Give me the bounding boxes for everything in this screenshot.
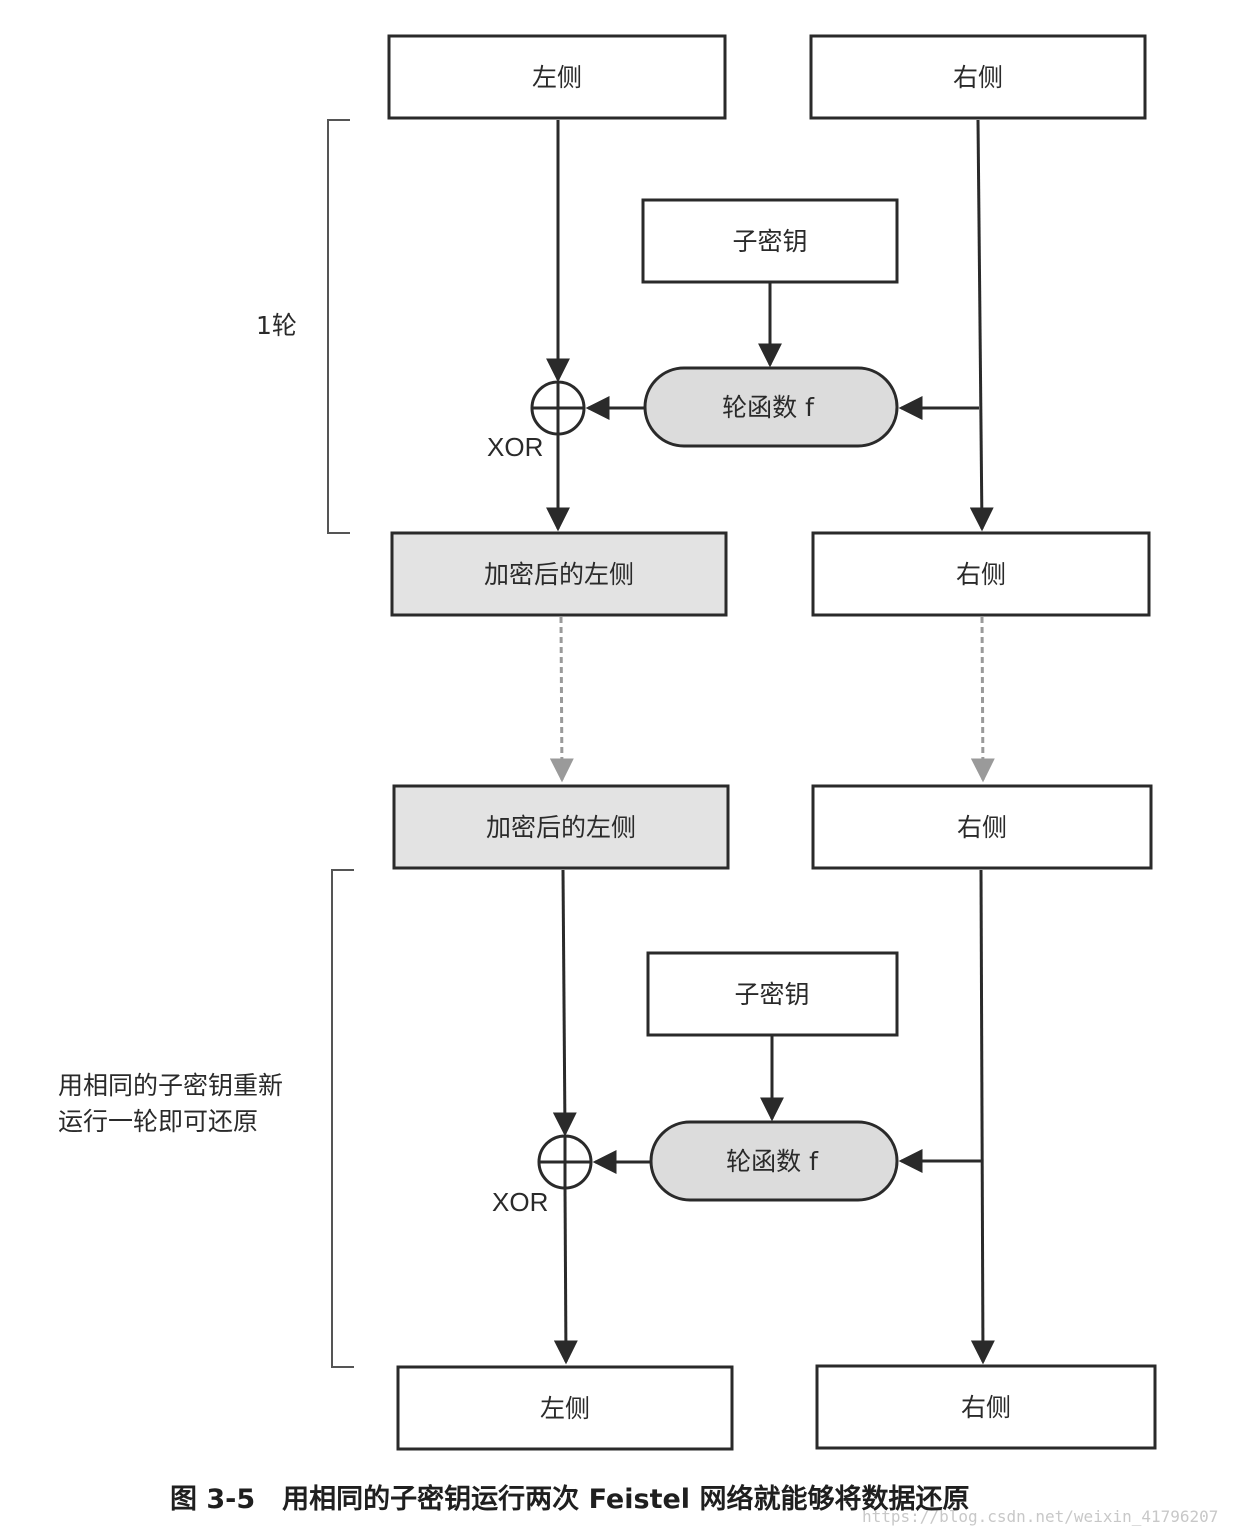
- round1-subkey-label: 子密钥: [732, 227, 807, 256]
- right-dashed-arrow: [970, 616, 995, 783]
- round1-out-left-box: 加密后的左侧: [390, 531, 728, 617]
- round1-top-left-label: 左侧: [532, 63, 582, 92]
- round2-right-down-arrow: [970, 869, 995, 1365]
- round1-out-right-box: 右侧: [811, 531, 1151, 617]
- round1-xor-label: XOR: [487, 432, 543, 462]
- round1-top-left-box: 左侧: [387, 34, 727, 120]
- round1-bracket: [327, 119, 350, 534]
- round2-out-left-label: 左侧: [540, 1394, 590, 1423]
- round2-bracket-label-line2: 运行一轮即可还原: [58, 1107, 258, 1136]
- round1-round-function-label: 轮函数 f: [722, 393, 815, 422]
- round1-out-right-label: 右侧: [956, 560, 1006, 589]
- round2-out-right-box: 右侧: [815, 1364, 1157, 1450]
- left-dashed-arrow: [549, 616, 574, 783]
- round2-in-right-label: 右侧: [957, 813, 1007, 842]
- round1-top-right-box: 右侧: [809, 34, 1147, 120]
- round2-round-function: 轮函数 f: [649, 1120, 899, 1202]
- round2-subkey-box: 子密钥: [646, 951, 899, 1037]
- round1-xor-symbol: [530, 380, 586, 436]
- round1-round-function: 轮函数 f: [643, 366, 899, 448]
- round1-out-left-label: 加密后的左侧: [484, 560, 634, 589]
- figure-caption: 图 3-5 用相同的子密钥运行两次 Feistel 网络就能够将数据还原: [170, 1483, 969, 1515]
- round2-in-right-box: 右侧: [811, 784, 1153, 870]
- round2-in-left-label: 加密后的左侧: [486, 813, 636, 842]
- round2-round-function-label: 轮函数 f: [726, 1147, 819, 1176]
- round2-subkey-label: 子密钥: [734, 980, 809, 1009]
- round2-bracket: [331, 869, 354, 1368]
- round2-in-left-box: 加密后的左侧: [392, 784, 730, 870]
- round2-xor-symbol: [537, 1134, 593, 1190]
- round1-right-down-arrow: [969, 119, 994, 532]
- round1-bracket-label: 1轮: [256, 311, 297, 340]
- round2-out-left-box: 左侧: [396, 1365, 734, 1451]
- round2-xor-label: XOR: [492, 1187, 548, 1217]
- round2-bracket-label-line1: 用相同的子密钥重新: [58, 1071, 283, 1100]
- round2-left-down-arrow: [552, 869, 577, 1137]
- round1-subkey-box: 子密钥: [641, 198, 899, 284]
- round2-xor-out-arrow: [553, 1187, 578, 1365]
- round2-out-right-label: 右侧: [961, 1393, 1011, 1422]
- round1-top-right-label: 右侧: [953, 63, 1003, 92]
- watermark: https://blog.csdn.net/weixin_41796207: [862, 1507, 1218, 1526]
